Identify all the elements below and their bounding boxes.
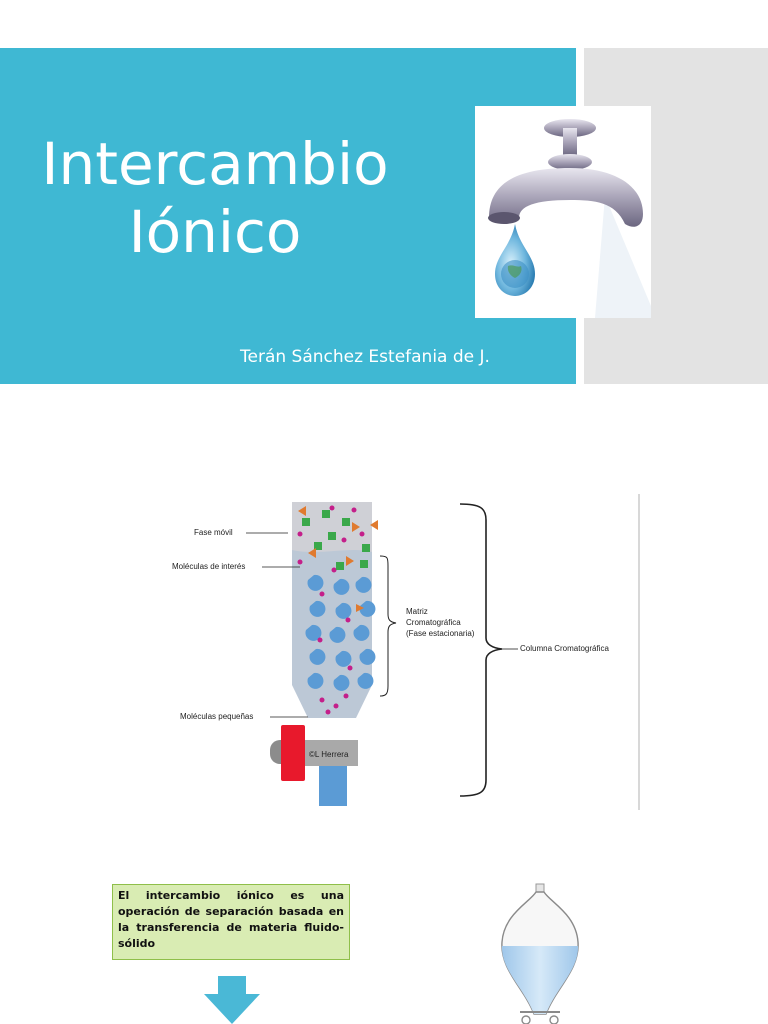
matrix-bracket [379, 555, 397, 697]
slide-title: Intercambio Iónico [0, 130, 430, 266]
mobile-phase-region [292, 502, 372, 552]
chromatography-column-diagram: ©L Herrera [172, 494, 640, 810]
column-bracket [459, 503, 503, 797]
credit-label: ©L Herrera [309, 750, 349, 759]
matriz-label-2: Cromatográfica [406, 618, 461, 627]
moleculas-pequenas-label: Moléculas pequeñas [180, 712, 253, 721]
valve-handle [281, 725, 305, 781]
title-line-1: Intercambio [41, 130, 389, 198]
faucet-icon [475, 106, 651, 318]
interest-molecules [317, 591, 364, 715]
valve-body [300, 740, 358, 766]
matriz-label-1: Matriz [406, 607, 428, 616]
outlet-tube [319, 766, 347, 806]
fase-movil-label: Fase móvil [194, 528, 233, 537]
title-slide: Intercambio Iónico Terán Sánchez Estefan… [0, 0, 768, 385]
separatory-funnel-icon [501, 883, 579, 1024]
matriz-label-3: (Fase estacionaria) [406, 629, 475, 638]
definition-box: El intercambio iónico es una operación d… [112, 884, 350, 960]
column-body [292, 502, 372, 718]
stationary-phase-beads [305, 574, 376, 691]
columna-label: Columna Cromatográfica [520, 644, 609, 653]
moleculas-interes-label: Moléculas de interés [172, 562, 245, 571]
title-line-2: Iónico [128, 198, 302, 266]
slide-subtitle: Terán Sánchez Estefania de J. [240, 347, 490, 367]
down-arrow-icon [204, 976, 260, 1024]
mobile-phase-particles [297, 505, 378, 573]
